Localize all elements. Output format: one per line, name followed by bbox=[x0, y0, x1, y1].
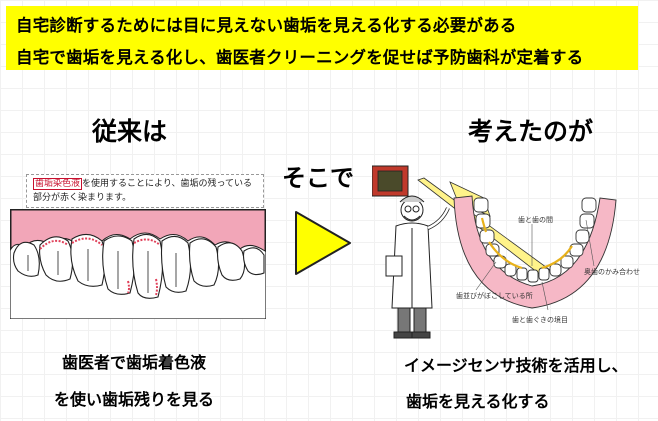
left-heading: 従来は bbox=[92, 117, 168, 146]
play-arrow-icon bbox=[295, 211, 351, 275]
image-sensor-icon bbox=[372, 165, 409, 197]
right-caption-line-1: イメージセンサ技術を活用し、 bbox=[404, 356, 628, 375]
banner-line-1: 自宅診断するためには目に見えない歯垢を見える化する必要がある bbox=[16, 16, 517, 35]
staining-note: 歯垢染色液を使用することにより、歯垢の残っている部分が赤く染まります。 bbox=[26, 174, 264, 208]
right-caption-line-2: 歯垢を見える化する bbox=[406, 392, 550, 411]
label-misaligned: 歯並びがぼこしている所 bbox=[456, 291, 533, 300]
stained-teeth-illustration bbox=[10, 209, 266, 319]
doctor-figure bbox=[385, 195, 450, 339]
label-molar-surface: 奥歯のかみ合わせ bbox=[584, 267, 640, 276]
sensor-dentist-illustration: 歯と歯の間 奥歯のかみ合わせ 歯並びがぼこしている所 歯と歯ぐきの境目 bbox=[372, 165, 640, 339]
left-caption-line-2: を使い歯垢残りを見る bbox=[54, 390, 215, 409]
banner-line-2: 自宅で歯垢を見える化し、歯医者クリーニングを促せば予防歯科が定着する bbox=[16, 48, 584, 67]
note-text: を使用することにより、歯垢の残っている部分が赤く染まります。 bbox=[33, 179, 253, 203]
left-caption-line-1: 歯医者で歯垢着色液 bbox=[62, 353, 207, 372]
label-gumline: 歯と歯ぐきの境目 bbox=[512, 315, 568, 324]
middle-label: そこで bbox=[282, 164, 354, 192]
label-between-teeth: 歯と歯の間 bbox=[518, 215, 553, 224]
right-heading: 考えたのが bbox=[468, 117, 594, 146]
note-highlight: 歯垢染色液 bbox=[33, 178, 83, 190]
top-banner: 自宅診断するためには目に見えない歯垢を見える化する必要がある 自宅で歯垢を見える… bbox=[6, 6, 638, 70]
